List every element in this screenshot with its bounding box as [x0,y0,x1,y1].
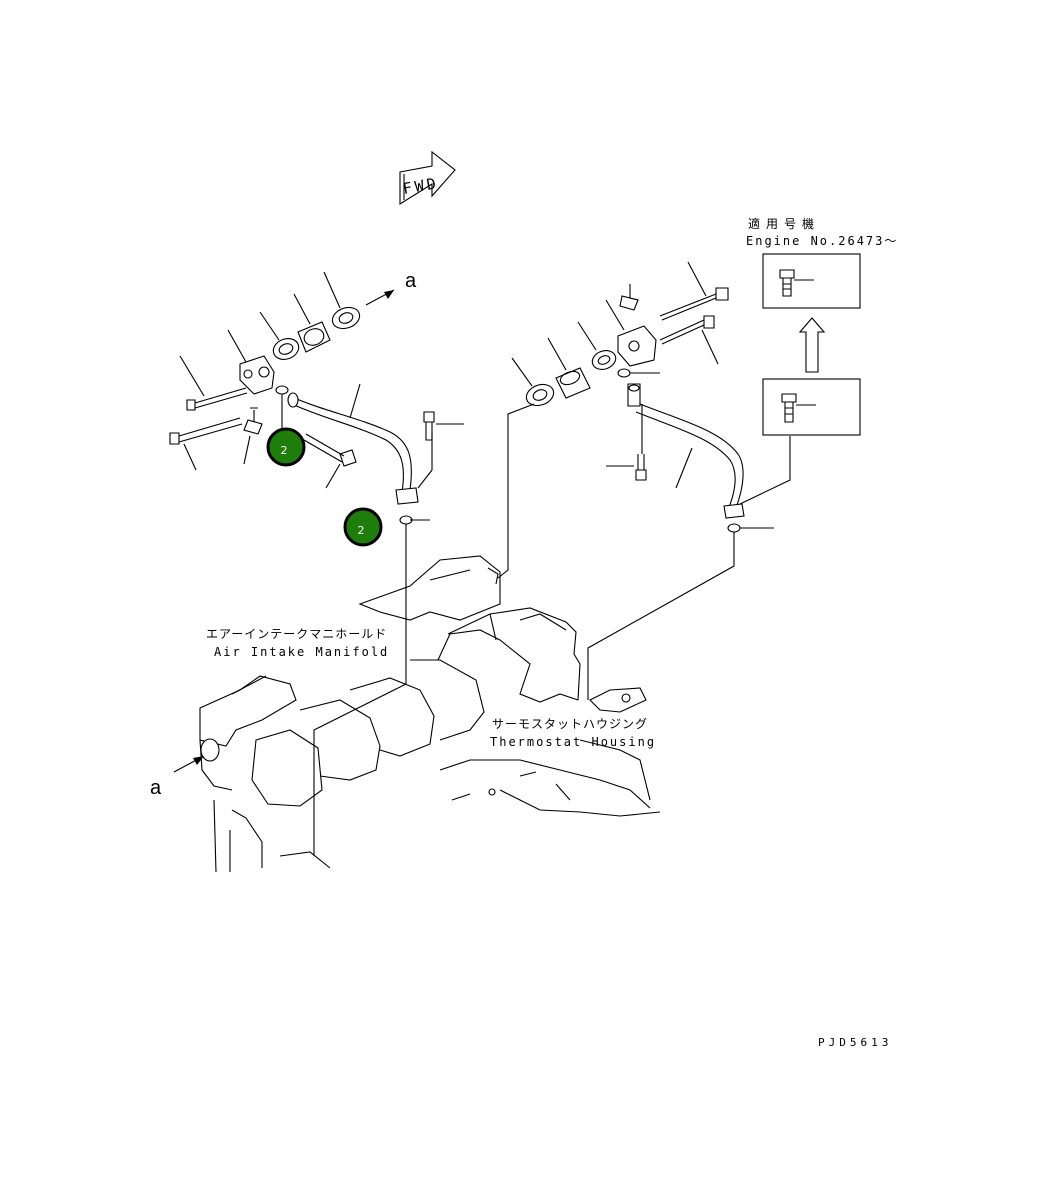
air-intake-label: エアーインテークマニホールド Air Intake Manifold [206,627,389,695]
right-pipe-assembly [497,261,791,700]
engine-number: Engine No.26473～ [746,234,898,248]
fwd-label: FWD [401,174,440,198]
ref-a-left-label: a [150,777,162,799]
reference-a-top: a [365,270,417,306]
new-bolt-box [762,253,861,309]
air-intake-en: Air Intake Manifold [214,645,389,659]
callout-number: 2 [358,524,365,537]
old-bolt-box [762,378,861,436]
engine-block [199,555,661,873]
ref-a-top-label: a [405,270,417,292]
left-pipe-assembly [169,271,464,684]
reference-a-left: a [150,756,204,799]
callout-marker[interactable]: 2 [343,507,383,547]
applicability-note: 適用号機 Engine No.26473～ [746,216,898,248]
supersede-arrow [798,317,826,373]
fwd-arrow: FWD [399,150,456,205]
thermostat-label: サーモスタットハウジング Thermostat Housing [490,717,656,749]
thermostat-jp: サーモスタットハウジング [492,717,648,731]
air-intake-jp: エアーインテークマニホールド [206,627,387,641]
callout-marker[interactable]: 2 [266,427,306,467]
thermostat-en: Thermostat Housing [490,735,656,749]
drawing-code: PJD5613 [818,1036,892,1049]
callout-number: 2 [281,444,288,457]
applicability-title: 適用号機 [748,216,820,231]
